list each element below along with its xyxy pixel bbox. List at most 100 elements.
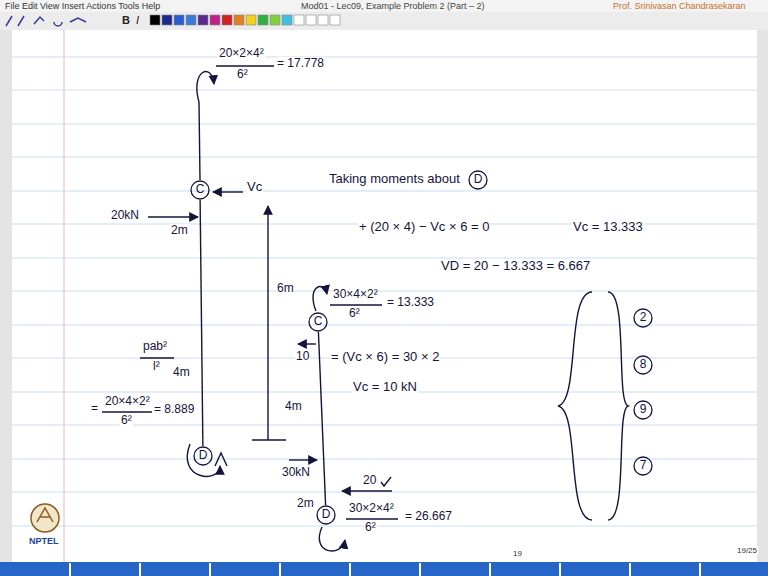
node-text: 7 — [640, 459, 647, 472]
italic-button: I — [135, 14, 140, 27]
dof-number: 2 — [633, 308, 653, 328]
moment-denominator: 6² — [364, 521, 377, 535]
node-text: D — [199, 449, 208, 462]
node-text: C — [314, 315, 323, 328]
reaction-arrow — [213, 191, 243, 192]
logo-text: NPTEL — [28, 536, 60, 546]
support-mark — [215, 453, 227, 466]
node-text: 2 — [640, 311, 647, 324]
moment-denominator: 6² — [348, 307, 361, 321]
fraction-bar — [346, 518, 398, 519]
member-line — [318, 332, 325, 505]
fraction-bar — [330, 304, 382, 305]
circle-outline — [634, 401, 652, 419]
check-mark — [381, 477, 391, 486]
equilibrium-equation: + (20 × 4) − Vc × 6 = 0 — [358, 220, 490, 235]
member-extension — [199, 102, 200, 180]
nptel-logo — [31, 504, 59, 532]
joint-label: D — [468, 170, 488, 190]
hand-sketch — [102, 66, 628, 551]
load-arrow — [148, 216, 198, 217]
status-bar-segments — [70, 563, 700, 576]
joint-label: C — [308, 312, 328, 332]
length-label: 6m — [276, 282, 295, 296]
circle-outline — [309, 313, 327, 331]
circle-outline — [634, 356, 652, 374]
force-value: 20 — [362, 474, 377, 488]
moment-numerator: 30×2×4² — [348, 502, 395, 516]
node-text: D — [474, 173, 483, 186]
equals-sign: = — [90, 402, 99, 416]
moment-result: = 17.778 — [276, 57, 325, 71]
moment-result: = 13.333 — [386, 296, 435, 310]
moment-arrow — [313, 287, 327, 311]
equilibrium-equation: = (Vc × 6) = 30 × 2 — [330, 350, 440, 365]
reaction-arrow — [342, 490, 392, 491]
length-label: 4m — [284, 400, 303, 414]
circle-outline — [634, 309, 652, 327]
moment-arrow — [319, 527, 345, 551]
circle-outline — [194, 447, 212, 465]
note-text: Taking moments about — [328, 172, 461, 187]
dimension-line — [267, 206, 268, 440]
toolbar — [0, 12, 768, 30]
joint-label: D — [193, 446, 213, 466]
moment-numerator: 20×2×4² — [218, 47, 265, 61]
moment-arrow — [197, 72, 214, 102]
length-label: 4m — [172, 366, 191, 380]
moment-denominator: 6² — [236, 68, 249, 82]
load-arrow — [289, 459, 317, 460]
load-label: 20kN — [110, 209, 140, 223]
circle-outline — [634, 457, 652, 475]
node-text: C — [196, 183, 205, 196]
moment-numerator: 30×4×2² — [332, 288, 379, 302]
force-value: 10 — [295, 350, 310, 364]
node-text: 8 — [640, 358, 647, 371]
window-title: Mod01 - Lec09, Example Problem 2 (Part –… — [300, 1, 486, 11]
pen-tools — [6, 16, 86, 26]
author-name: Prof. Srinivasan Chandrasekaran — [612, 1, 747, 11]
ruled-lines — [12, 57, 757, 526]
dof-number: 7 — [633, 456, 653, 476]
circle-outline — [469, 171, 487, 189]
length-label: 2m — [170, 224, 189, 238]
dimension-tick — [252, 439, 286, 440]
matrix-bracket — [558, 292, 592, 520]
margin-line — [64, 30, 65, 562]
joint-label: C — [190, 180, 210, 200]
fraction-bar — [140, 357, 174, 358]
moment-numerator: 20×4×2² — [104, 395, 151, 409]
vector-bracket — [608, 292, 628, 520]
page-number: 19 — [512, 549, 523, 558]
formula-denominator: l² — [152, 360, 161, 374]
moment-denominator: 6² — [120, 414, 133, 428]
menu-bar — [0, 0, 768, 12]
reaction-result: VD = 20 − 13.333 = 6.667 — [440, 259, 591, 274]
moment-arrow — [187, 444, 220, 476]
member-line — [200, 200, 203, 446]
status-bar — [0, 562, 768, 576]
bold-button: B — [121, 14, 131, 27]
joint-label: D — [316, 505, 336, 525]
circle-outline — [317, 506, 335, 524]
node-text: 9 — [640, 403, 647, 416]
reaction-arrow — [298, 343, 316, 344]
moment-result: = 8.889 — [153, 403, 195, 417]
length-label: 2m — [296, 497, 315, 511]
page-counter: 19/25 — [736, 546, 758, 555]
formula-numerator: pab² — [142, 340, 168, 354]
load-label: 30kN — [281, 466, 311, 480]
reaction-result: Vc = 13.333 — [572, 220, 644, 235]
dof-number: 9 — [633, 400, 653, 420]
circle-outline — [191, 181, 209, 199]
note-page — [12, 30, 757, 562]
moment-result: = 26.667 — [404, 510, 453, 524]
menu-text: File Edit View Insert Actions Tools Help — [4, 1, 161, 11]
node-text: D — [322, 508, 331, 521]
color-swatches — [150, 15, 340, 25]
reaction-result: Vc = 10 kN — [352, 380, 418, 395]
